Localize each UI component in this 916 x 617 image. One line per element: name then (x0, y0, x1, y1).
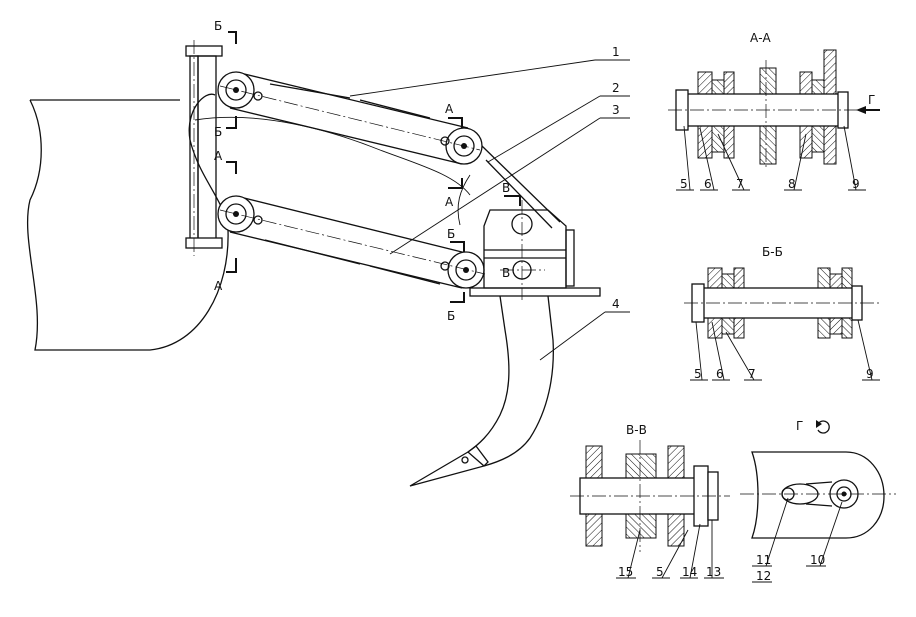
svg-text:3: 3 (612, 103, 620, 117)
svg-text:15: 15 (618, 565, 633, 579)
svg-text:1: 1 (612, 45, 620, 59)
tool-carrier (469, 200, 601, 300)
svg-text:А: А (445, 102, 454, 116)
svg-text:А: А (214, 279, 223, 293)
section-aa-view: А-А Г 5 6 7 8 9 (668, 31, 880, 191)
ripper-tip (409, 445, 489, 487)
view-g: Г 11 12 10 (740, 419, 896, 583)
svg-text:А: А (445, 195, 454, 209)
main-assembly-view: Б Б А А А А Б Б В В 1 2 (26, 19, 630, 487)
body-arc (194, 116, 471, 196)
section-bb-view: Б-Б 5 6 7 9 (684, 245, 880, 381)
svg-text:10: 10 (810, 553, 825, 567)
svg-text:6: 6 (704, 177, 712, 191)
svg-text:В: В (502, 266, 510, 280)
svg-text:11: 11 (756, 553, 771, 567)
svg-text:12: 12 (756, 569, 771, 583)
svg-text:Г: Г (796, 419, 803, 433)
main-callouts: 1 2 3 4 (349, 45, 630, 361)
svg-text:Г: Г (868, 93, 875, 107)
svg-text:4: 4 (612, 297, 620, 311)
bracket-plate (481, 145, 561, 229)
svg-text:7: 7 (736, 177, 744, 191)
svg-text:А: А (214, 149, 223, 163)
svg-text:Б: Б (214, 125, 222, 139)
section-vv-view: В-В 15 5 14 13 (570, 423, 730, 579)
svg-text:9: 9 (866, 367, 874, 381)
svg-text:8: 8 (788, 177, 796, 191)
svg-text:Б: Б (214, 19, 222, 33)
svg-text:В: В (502, 181, 510, 195)
svg-text:2: 2 (612, 81, 620, 95)
mounting-frame (185, 40, 223, 256)
upper-link (217, 71, 483, 165)
svg-text:5: 5 (694, 367, 702, 381)
svg-text:14: 14 (682, 565, 697, 579)
svg-text:5: 5 (680, 177, 688, 191)
svg-text:А-А: А-А (750, 31, 772, 45)
section-marks-main: Б Б А А А А Б Б В В (214, 19, 521, 323)
svg-text:5: 5 (656, 565, 664, 579)
svg-text:6: 6 (716, 367, 724, 381)
svg-text:9: 9 (852, 177, 860, 191)
link-end-outline (751, 451, 885, 539)
svg-text:Б: Б (447, 227, 455, 241)
svg-text:Б: Б (447, 309, 455, 323)
svg-text:7: 7 (748, 367, 756, 381)
svg-text:13: 13 (706, 565, 721, 579)
svg-text:Б-Б: Б-Б (762, 245, 783, 259)
ripper-shank (467, 295, 554, 467)
svg-text:В-В: В-В (626, 423, 647, 437)
lower-link (217, 195, 486, 289)
